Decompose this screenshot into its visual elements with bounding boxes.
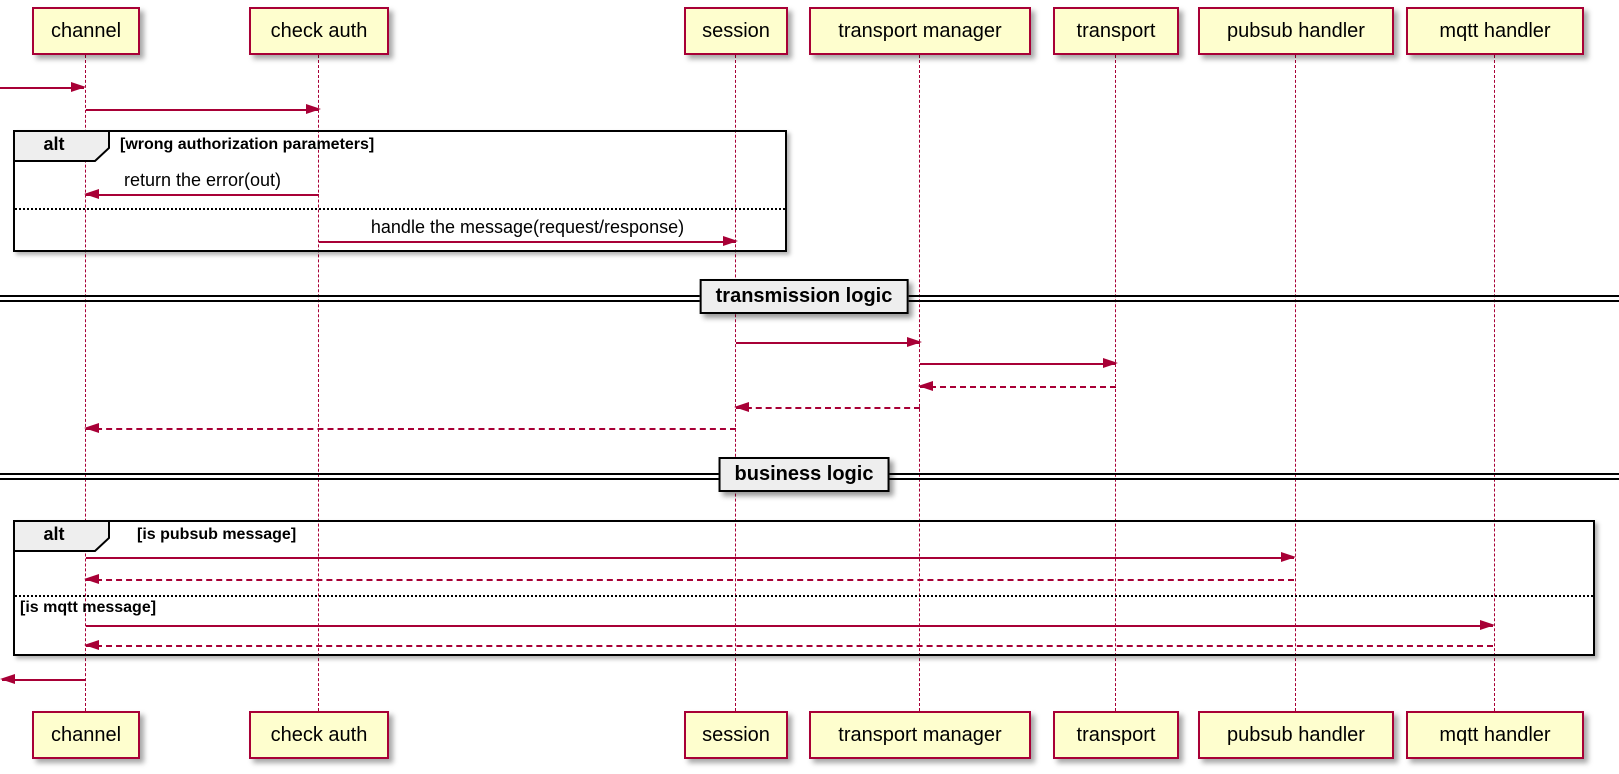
lifeline-mqtt-handler [1494,55,1495,711]
participant-bottom-transport-manager: transport manager [809,711,1031,759]
lifeline-pubsub-handler [1295,55,1296,711]
message-line [920,363,1116,365]
participant-top-check-auth: check auth [249,7,389,55]
fragment-keyword: alt [43,524,65,544]
message-line [920,386,1116,388]
lifeline-channel [85,55,86,711]
participant-top-transport-manager: transport manager [809,7,1031,55]
participant-bottom-mqtt-handler: mqtt handler [1406,711,1584,759]
arrowhead-right-icon [71,82,86,92]
participant-bottom-session: session [684,711,788,759]
message-label: handle the message(request/response) [370,217,685,237]
arrowhead-right-icon [1480,620,1495,630]
participant-bottom-pubsub-handler: pubsub handler [1198,711,1394,759]
arrowhead-left-icon [84,423,99,433]
message-line [736,407,920,409]
section-divider-transmission-logic: transmission logic [699,279,909,314]
message-line [86,428,736,430]
participant-top-session: session [684,7,788,55]
fragment-divider-condition: [is mqtt message] [20,599,157,616]
fragment-keyword: alt [43,134,65,154]
message-line [0,87,84,89]
arrowhead-right-icon [1281,552,1296,562]
fragment-keyword-pentagon [13,130,110,162]
participant-top-pubsub-handler: pubsub handler [1198,7,1394,55]
fragment-condition: [wrong authorization parameters] [120,136,375,153]
arrowhead-right-icon [306,104,321,114]
message-line [2,679,86,681]
fragment-condition: [is pubsub message] [137,526,297,543]
participant-bottom-transport: transport [1053,711,1179,759]
message-line [86,109,319,111]
participant-bottom-check-auth: check auth [249,711,389,759]
arrowhead-left-icon [734,402,749,412]
message-line [86,194,319,196]
participant-top-mqtt-handler: mqtt handler [1406,7,1584,55]
arrowhead-right-icon [907,337,922,347]
arrowhead-left-icon [84,640,99,650]
participant-top-transport: transport [1053,7,1179,55]
alt-fragment-1: alt [wrong authorization parameters] [13,130,787,252]
fragment-divider [15,208,785,210]
section-divider-business-logic: business logic [718,457,890,492]
fragment-divider [15,595,1593,597]
message-line [319,241,736,243]
lifeline-session [735,55,736,711]
arrowhead-right-icon [1103,358,1118,368]
arrowhead-left-icon [0,674,15,684]
message-label: return the error(out) [123,170,282,190]
message-line [86,645,1493,647]
lifeline-check-auth [318,55,319,711]
arrowhead-left-icon [84,574,99,584]
participant-top-channel: channel [32,7,140,55]
arrowhead-right-icon [723,236,738,246]
message-line [86,557,1294,559]
lifeline-transport [1115,55,1116,711]
fragment-keyword-pentagon [13,520,110,552]
arrowhead-left-icon [918,381,933,391]
alt-fragment-2: alt [is pubsub message] [is mqtt message] [13,520,1595,656]
message-line [86,625,1493,627]
message-line [736,342,920,344]
participant-bottom-channel: channel [32,711,140,759]
arrowhead-left-icon [84,189,99,199]
message-line [86,579,1294,581]
